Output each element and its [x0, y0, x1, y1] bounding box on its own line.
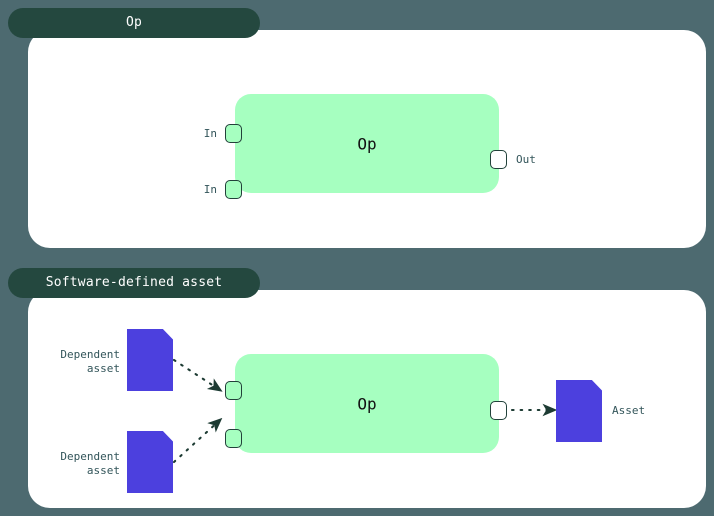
panel-op: Op Op In In Out	[0, 8, 714, 248]
op-in-port-1[interactable]	[225, 124, 242, 143]
edge-dependent-asset-2-to-in-port-2	[172, 417, 223, 464]
op-out-port-1-label: Out	[516, 153, 536, 166]
dependent-asset-1-icon[interactable]	[127, 329, 173, 391]
panel-tab-software-defined-asset[interactable]: Software-defined asset	[8, 268, 260, 298]
op-in-port-1-label: In	[203, 127, 217, 140]
sda-in-port-2[interactable]	[225, 429, 242, 448]
panel-tab-op[interactable]: Op	[8, 8, 260, 38]
panel-body-software-defined-asset: Dependent asset Dependent asset Op Asset	[28, 290, 706, 508]
diagram-canvas-software-defined-asset: Dependent asset Dependent asset Op Asset	[28, 290, 706, 508]
connector-edges	[172, 358, 558, 464]
output-asset-icon[interactable]	[556, 380, 602, 442]
dependent-asset-2-label: Dependent asset	[60, 450, 120, 477]
sda-out-port-1[interactable]	[490, 401, 507, 420]
op-node-box[interactable]: Op	[235, 94, 499, 193]
op-node-label: Op	[357, 134, 377, 153]
output-asset-label: Asset	[612, 404, 646, 417]
diagram-canvas-op: Op In In Out	[28, 30, 706, 248]
panel-body-op: Op In In Out	[28, 30, 706, 248]
sda-in-port-1[interactable]	[225, 381, 242, 400]
op-node-box[interactable]: Op	[235, 354, 499, 453]
op-in-port-2[interactable]	[225, 180, 242, 199]
op-in-port-2-label: In	[203, 183, 217, 196]
op-out-port-1[interactable]	[490, 150, 507, 169]
op-node-label: Op	[357, 394, 377, 413]
panel-software-defined-asset: Software-defined asset Dependent asset D…	[0, 268, 714, 508]
edge-dependent-asset-1-to-in-port-1	[172, 358, 223, 392]
dependent-asset-2-icon[interactable]	[127, 431, 173, 493]
dependent-asset-1-label: Dependent asset	[60, 348, 120, 375]
